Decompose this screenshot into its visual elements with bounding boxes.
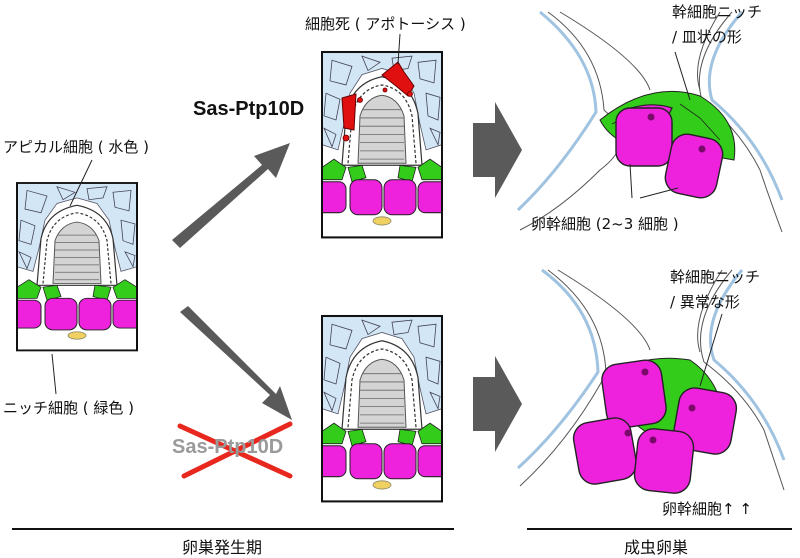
arrow-up-diagonal — [172, 143, 290, 248]
arrow-right-top — [473, 102, 522, 198]
bottom-ovary-panel — [321, 314, 443, 503]
apoptosis-cells — [341, 61, 415, 142]
sas-ptp10d-crossed-label: Sas-Ptp10D — [172, 436, 284, 458]
sas-ptp10d-label: Sas-Ptp10D — [193, 98, 305, 120]
stem-niche-abnormal-label: 幹細胞ニッチ — [670, 268, 761, 286]
footer-adult-ovary: 成虫卵巣 — [624, 538, 689, 557]
gsc-increase-label: 卵幹細胞↑ ↑ — [662, 500, 752, 518]
apical-pointer — [69, 159, 93, 207]
apical-cell-label: アピカル細胞 ( 水色 ) — [3, 138, 150, 156]
left-ovary-panel — [16, 182, 138, 352]
adult-ovary-normal — [516, 10, 784, 233]
stem-niche-abnormal-label-2: / 異常な形 — [670, 293, 740, 311]
stem-niche-dish-label: 幹細胞ニッチ — [672, 3, 763, 21]
niche-pointer — [51, 353, 57, 395]
apoptosis-label: 細胞死 ( アポトーシス ) — [305, 15, 466, 33]
apoptosis-pointer — [397, 33, 401, 65]
top-ovary-panel — [321, 50, 443, 239]
arrow-down-diagonal — [180, 306, 292, 420]
stem-niche-dish-label-2: / 皿状の形 — [672, 28, 742, 46]
adult-ovary-abnormal — [516, 268, 786, 494]
niche-cell-label: ニッチ細胞 ( 緑色 ) — [3, 399, 135, 417]
arrow-right-bottom — [473, 356, 522, 452]
red-x-mark — [177, 421, 293, 479]
footer-developmental-stage: 卵巣発生期 — [182, 538, 263, 557]
gsc-2-3-label: 卵幹細胞 (2~3 細胞 ) — [531, 215, 679, 233]
